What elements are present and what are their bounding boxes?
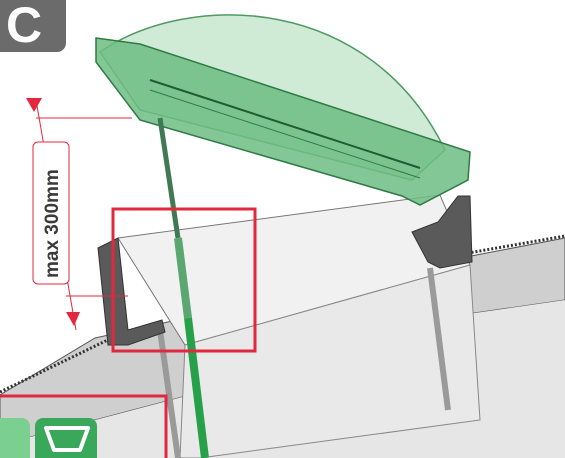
dome-frame-rail [149,79,421,169]
upstand-left [97,237,166,346]
shaft-rail-right [427,267,451,411]
light-shaft-wall [179,264,481,458]
bottom-panel-border [0,394,168,458]
dimension-arrow-bottom-icon [66,312,80,326]
highlight-box [111,207,257,353]
strut-lower [184,317,209,458]
dimension-label-box [32,141,70,285]
dome-frame-rail-inner [149,89,421,179]
dome-frame [95,37,471,206]
strut-upper [157,117,181,239]
dimension-arrow-top-icon [26,98,42,112]
shopping-cart-icon [44,426,90,452]
strut-middle [174,237,192,319]
partial-action-button[interactable] [0,418,30,458]
dimension-label: max 300mm [42,169,63,278]
roof-membrane-line [0,333,119,394]
upstand-right [411,195,473,269]
panel-letter: C [6,0,43,53]
panel-badge: C [0,0,66,53]
